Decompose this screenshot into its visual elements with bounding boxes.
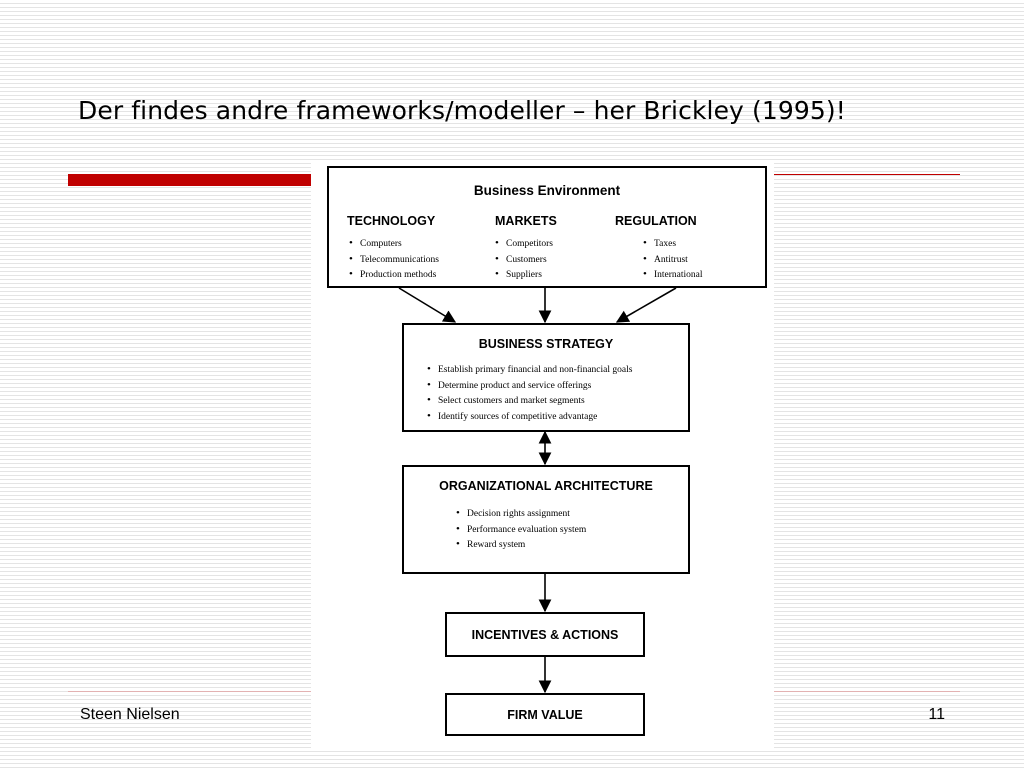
list-item: International	[643, 267, 703, 283]
business-strategy-box: BUSINESS STRATEGY Establish primary fina…	[402, 323, 690, 432]
firm-value-box: FIRM VALUE	[445, 693, 645, 736]
list-item: Antitrust	[643, 252, 703, 268]
organizational-architecture-list: Decision rights assignment Performance e…	[456, 506, 586, 553]
incentives-actions-title: INCENTIVES & ACTIONS	[471, 628, 619, 642]
title-accent-line	[770, 174, 960, 175]
list-item: Decision rights assignment	[456, 506, 586, 522]
markets-heading: MARKETS	[495, 214, 557, 228]
incentives-actions-box: INCENTIVES & ACTIONS	[445, 612, 645, 657]
list-item: Taxes	[643, 236, 703, 252]
organizational-architecture-box: ORGANIZATIONAL ARCHITECTURE Decision rig…	[402, 465, 690, 574]
footer-author: Steen Nielsen	[80, 706, 180, 723]
business-environment-title: Business Environment	[473, 183, 621, 198]
business-strategy-list: Establish primary financial and non-fina…	[427, 362, 632, 424]
organizational-architecture-title: ORGANIZATIONAL ARCHITECTURE	[439, 479, 653, 493]
firm-value-title: FIRM VALUE	[507, 708, 583, 722]
footer-divider-left	[68, 691, 311, 692]
technology-list: Computers Telecommunications Production …	[349, 236, 439, 283]
list-item: Customers	[495, 252, 553, 268]
flow-arrows	[398, 287, 677, 694]
list-item: Competitors	[495, 236, 553, 252]
regulation-list: Taxes Antitrust International	[643, 236, 703, 283]
list-item: Production methods	[349, 267, 439, 283]
list-item: Identify sources of competitive advantag…	[427, 409, 632, 425]
list-item: Performance evaluation system	[456, 522, 586, 538]
list-item: Computers	[349, 236, 439, 252]
business-environment-box: Business Environment TECHNOLOGY MARKETS …	[327, 166, 767, 288]
list-item: Suppliers	[495, 267, 553, 283]
regulation-heading: REGULATION	[615, 214, 697, 228]
brickley-framework-figure: Business Environment TECHNOLOGY MARKETS …	[311, 160, 774, 748]
slide-title: Der findes andre frameworks/modeller – h…	[78, 96, 846, 125]
technology-heading: TECHNOLOGY	[347, 214, 436, 228]
arrow-regulation-to-strategy	[615, 287, 677, 323]
list-item: Select customers and market segments	[427, 393, 632, 409]
title-accent-bar	[68, 174, 318, 186]
list-item: Determine product and service offerings	[427, 378, 632, 394]
page-number: 11	[928, 706, 945, 723]
business-strategy-title: BUSINESS STRATEGY	[478, 337, 614, 351]
list-item: Establish primary financial and non-fina…	[427, 362, 632, 378]
markets-list: Competitors Customers Suppliers	[495, 236, 553, 283]
footer-divider-right	[774, 691, 960, 692]
list-item: Telecommunications	[349, 252, 439, 268]
list-item: Reward system	[456, 537, 586, 553]
arrow-technology-to-strategy	[398, 287, 457, 323]
